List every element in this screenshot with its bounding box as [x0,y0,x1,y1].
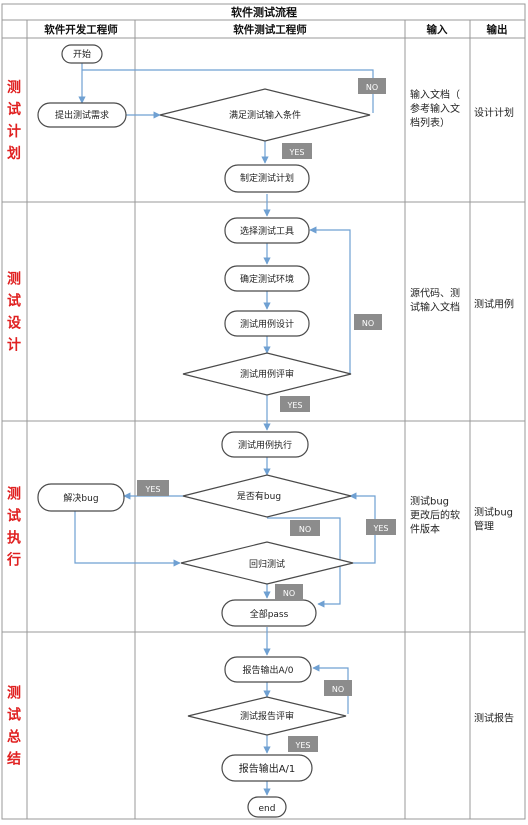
node-all-pass: 全部pass [250,608,289,620]
tag-yes-design: YES [286,401,302,410]
node-report-review-shape [187,696,347,736]
node-regression: 回归测试 [249,558,285,570]
node-allpass-shape [221,599,317,627]
node-select-shape [224,217,310,244]
node-start-shape [61,44,103,64]
node-exec-shape [221,431,309,458]
phase-label-1: 测试计划 [7,79,21,162]
tag-yes-summary: YES [294,741,310,750]
node-condition: 满足测试输入条件 [229,109,301,121]
node-case-review: 测试用例评审 [240,368,294,380]
node-case-design: 测试用例设计 [240,318,294,330]
node-make-plan: 制定测试计划 [240,172,294,184]
node-report-a0: 报告输出A/0 [243,664,294,676]
edge-no-loop-summary [312,664,349,714]
node-case-exec: 测试用例执行 [238,439,292,451]
chart-title: 软件测试流程 [231,5,297,19]
node-end: end [259,804,276,814]
node-a0-shape [224,656,312,683]
tag-no-regression: NO [283,589,295,598]
node-set-env: 确定测试环境 [240,273,294,285]
node-fix-bug: 解决bug [63,492,98,504]
tag-yes-regression: YES [372,524,388,533]
node-end-shape [247,796,287,818]
phase-label-4: 测试总结 [7,685,21,768]
node-report-a1: 报告输出A/1 [239,762,296,775]
node-regression-shape [180,541,354,585]
phase-output-4: 测试报告 [474,712,514,725]
node-report-review: 测试报告评审 [240,710,294,722]
decision-tags: NO YES NO YES YES NO YES NO NO YES [137,78,396,752]
edge-no-loop-design [309,226,351,374]
tag-no-summary: NO [332,685,344,694]
column-header-input: 输入 [427,23,448,36]
node-review-shape [182,352,352,396]
node-labels: 开始 提出测试需求 满足测试输入条件 制定测试计划 选择测试工具 确定测试环境 … [55,48,301,814]
phase-output-2: 测试用例 [474,298,514,311]
node-start: 开始 [73,48,91,60]
node-condition-shape [159,88,371,142]
tag-yes-plan: YES [288,148,304,157]
column-header-test: 软件测试工程师 [233,23,307,36]
phase-input-2: 源代码、测试输入文档 [410,287,460,314]
swimlane-grid [1,3,526,820]
node-env-shape [224,265,310,292]
node-hasbug-shape [182,474,352,518]
column-header-output: 输出 [487,23,508,36]
tag-yes-hasbug: YES [144,485,160,494]
edge-fix-regression [74,511,181,567]
phase-input-1: 输入文档（参考输入文档列表） [410,88,460,129]
node-plan-shape [224,164,310,193]
tag-no-design: NO [362,319,374,328]
phase-output-1: 设计计划 [474,106,514,119]
phase-label-3: 测试执行 [6,486,21,569]
edge-no-loop-plan [82,69,374,113]
tag-no-plan: NO [366,83,378,92]
node-submit-shape [37,102,127,128]
node-has-bug: 是否有bug [237,490,281,502]
nodes [37,44,371,818]
node-submit: 提出测试需求 [55,109,109,121]
phase-label-2: 测试设计 [7,271,22,354]
node-fix-shape [37,483,125,512]
column-header-dev: 软件开发工程师 [44,23,118,36]
node-design-shape [224,310,310,337]
node-select-tool: 选择测试工具 [240,225,294,237]
node-a1-shape [221,754,313,782]
tag-no-hasbug: NO [299,525,311,534]
